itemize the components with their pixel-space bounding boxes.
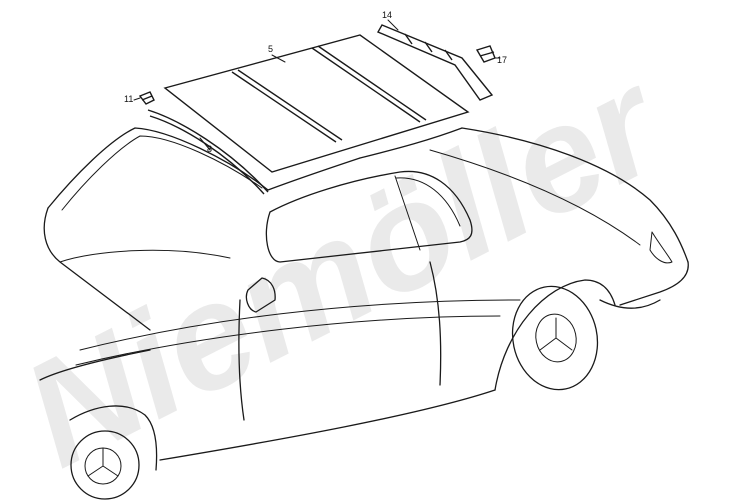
clip-11 — [138, 91, 155, 105]
tail-end — [619, 261, 689, 306]
rear-rail-ribs — [404, 33, 453, 61]
bracket-17 — [475, 45, 496, 63]
roof-rail-1 — [231, 69, 343, 143]
rear-deck — [461, 127, 689, 263]
front-door — [238, 261, 442, 421]
rear-rail-part — [377, 24, 494, 101]
rear-wheel-arch — [494, 279, 616, 391]
rear-rail — [377, 24, 494, 101]
door-beltline — [79, 299, 521, 351]
sill-line — [159, 389, 496, 461]
clip-part — [138, 91, 155, 105]
a-pillar — [267, 157, 361, 191]
trunk-line — [429, 149, 641, 246]
side-window-inner — [395, 177, 461, 227]
roof-rear-edge — [359, 127, 463, 159]
window-divider — [394, 175, 421, 251]
front-edge — [39, 349, 151, 381]
callout-17: 17 — [497, 55, 507, 65]
front-fender — [69, 405, 158, 471]
callout-5: 5 — [268, 44, 273, 54]
leader-lines — [133, 19, 501, 151]
callout-8: 8 — [207, 144, 212, 154]
roof-panel-part — [163, 34, 470, 173]
watermark: Niemöller — [0, 35, 690, 498]
hood-crease — [59, 249, 231, 263]
callout-14: 14 — [382, 10, 392, 20]
rear-bumper — [599, 299, 661, 309]
roof-panel-outline — [163, 34, 470, 173]
callout-11: 11 — [124, 94, 133, 104]
windshield-inner — [61, 135, 263, 211]
side-window — [265, 170, 473, 263]
bracket-part — [475, 45, 496, 63]
car-outline — [39, 127, 689, 471]
windshield-frame — [47, 127, 269, 209]
front-wheel — [70, 430, 140, 500]
watermark-text: Niemöller — [0, 35, 690, 498]
seal-strip-inner — [149, 115, 265, 195]
side-mirror — [245, 277, 276, 313]
tail-light — [649, 231, 673, 264]
seal-strip — [147, 109, 269, 193]
door-beltline-2 — [75, 315, 501, 366]
seal-strip-part — [147, 109, 269, 195]
rear-wheel — [511, 285, 599, 391]
roof-rail-2 — [311, 45, 427, 123]
